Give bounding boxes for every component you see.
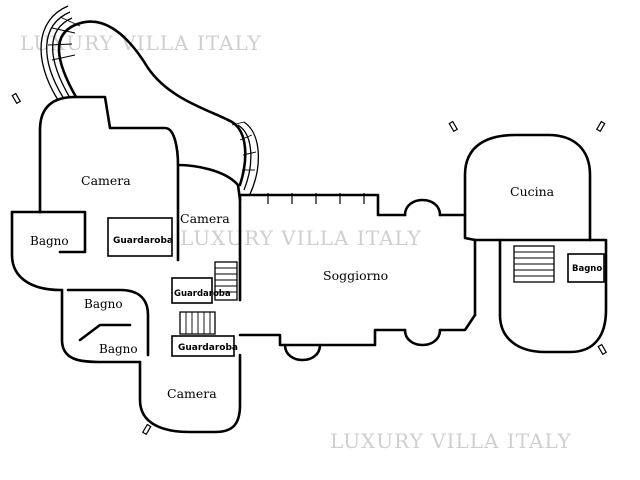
east-wing-walls xyxy=(463,133,608,354)
bagno-east-box xyxy=(567,253,605,283)
west-wing-walls xyxy=(10,95,242,434)
watermark-top: LUXURY VILLA ITALY xyxy=(20,31,262,55)
watermark-bottom: LUXURY VILLA ITALY xyxy=(330,429,572,453)
room-camera-n: Camera xyxy=(180,211,230,226)
guardaroba-box-1 xyxy=(107,217,173,257)
room-soggiorno: Soggiorno xyxy=(323,268,388,283)
room-bagno-w: Bagno xyxy=(30,234,69,248)
curved-terrace xyxy=(40,5,259,195)
watermark-mid: LUXURY VILLA ITALY xyxy=(180,226,422,250)
central-hall-walls xyxy=(238,193,477,362)
room-guardaroba-1: Guardaroba xyxy=(113,236,173,246)
room-bagno-sw: Bagno xyxy=(99,342,138,356)
pillar-markers xyxy=(11,92,608,436)
room-bagno-mid: Bagno xyxy=(84,297,123,311)
guardaroba-box-2 xyxy=(171,277,213,304)
room-camera-nw: Camera xyxy=(81,173,131,188)
stairs-east xyxy=(513,245,555,283)
stairs-west xyxy=(179,261,238,335)
room-cucina: Cucina xyxy=(510,184,555,199)
room-guardaroba-2: Guardaroba xyxy=(174,289,231,299)
room-bagno-e: Bagno xyxy=(572,264,602,274)
room-guardaroba-3: Guardaroba xyxy=(178,343,238,353)
room-camera-s: Camera xyxy=(167,386,217,401)
guardaroba-box-3 xyxy=(171,335,235,357)
